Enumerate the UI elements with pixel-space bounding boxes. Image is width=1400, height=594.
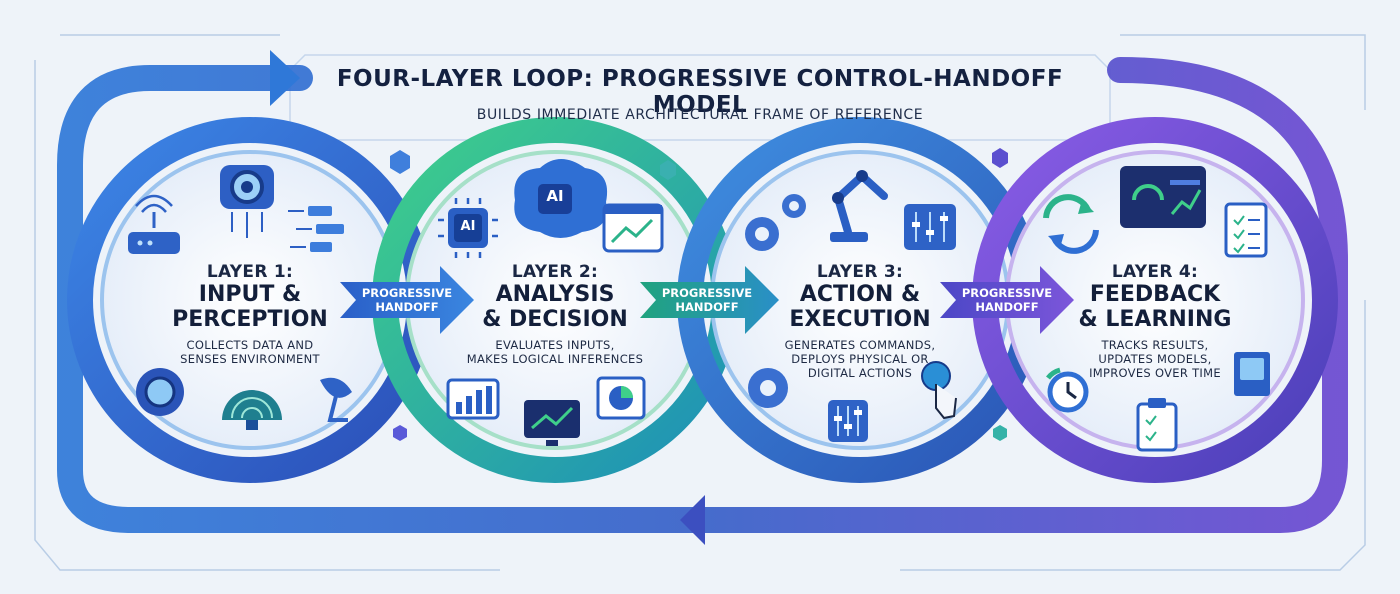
handoff-arrow-3 [940,266,1074,334]
layer-2-name-line1: ANALYSIS [495,282,615,307]
layer-2-text: LAYER 2: ANALYSIS & DECISION EVALUATES I… [455,262,655,366]
layer-3-text: LAYER 3: ACTION & EXECUTION GENERATES CO… [760,262,960,380]
bar-chart-icon [446,378,500,420]
ai-brain-label: AI [546,187,564,205]
handoff-label-1: PROGRESSIVE HANDOFF [352,286,462,314]
layer-4-text: LAYER 4: FEEDBACK & LEARNING TRACKS RESU… [1055,262,1255,380]
layer-1-text: LAYER 1: INPUT & PERCEPTION COLLECTS DAT… [150,262,350,366]
touch-button-icon [921,361,957,420]
data-stream-icon [288,206,344,252]
clipboard-icon [1136,398,1178,452]
layer-1-label: LAYER 1: [206,262,294,282]
gear-icon [748,368,788,408]
layer-4-name-line2: & LEARNING [1078,307,1232,332]
layer-3-name-line2: EXECUTION [789,307,931,332]
radar-icon [222,390,282,430]
handoff-label-3: PROGRESSIVE HANDOFF [952,286,1062,314]
refresh-icon [1043,194,1099,254]
satellite-dish-icon [320,377,352,422]
dashboard-icon [1120,166,1206,228]
layer-2-desc-line2: MAKES LOGICAL INFERENCES [466,352,644,366]
diagram-subtitle: BUILDS IMMEDIATE ARCHITECTURAL FRAME OF … [476,107,924,123]
book-icon [1234,352,1270,396]
layer-4-desc-line3: IMPROVES OVER TIME [1089,366,1221,380]
ai-brain-icon [514,159,608,238]
layer-3-desc-line2: DEPLOYS PHYSICAL OR [791,352,929,366]
layer-1-name-line1: INPUT & [198,282,302,307]
sliders-icon [828,400,868,442]
layer-4-name-line1: FEEDBACK [1089,282,1221,307]
layer-3-name-line1: ACTION & [799,282,921,307]
layer-4-desc-line1: TRACKS RESULTS, [1101,338,1209,352]
chart-window-icon [602,203,664,253]
layer-2-name-line2: & DECISION [482,307,628,332]
layer-1-desc-line2: SENSES ENVIRONMENT [180,352,320,366]
layer-3-label: LAYER 3: [816,262,904,282]
handoff-1-line2: HANDOFF [375,300,439,314]
layer-3-desc-line1: GENERATES COMMANDS, [784,338,936,352]
pie-chart-icon [596,376,646,420]
handoff-2-line1: PROGRESSIVE [661,286,753,300]
diagram-title: FOUR-LAYER LOOP: PROGRESSIVE CONTROL-HAN… [336,66,1064,118]
checklist-icon [1224,202,1268,258]
layer-4-label: LAYER 4: [1111,262,1199,282]
gears-icon [745,194,806,251]
monitor-chart-icon [524,400,580,446]
ai-chip-icon [438,198,498,258]
router-icon [128,194,180,254]
handoff-arrow-2 [640,266,779,334]
layer-2-label: LAYER 2: [511,262,599,282]
control-panel-icon [904,204,956,250]
handoff-1-line1: PROGRESSIVE [361,286,453,300]
loop-arrowhead-top [270,50,300,106]
lens-icon [136,368,184,416]
handoff-3-line2: HANDOFF [975,300,1039,314]
handoff-label-2: PROGRESSIVE HANDOFF [652,286,762,314]
ai-chip-label: AI [460,219,476,234]
layer-3-desc-line3: DIGITAL ACTIONS [807,366,913,380]
history-icon [1046,367,1089,413]
handoff-3-line1: PROGRESSIVE [961,286,1053,300]
layer-2-desc-line1: EVALUATES INPUTS, [495,338,615,352]
handoff-2-line2: HANDOFF [675,300,739,314]
camera-icon [220,165,274,238]
handoff-arrow-1 [340,266,474,334]
layer-4-desc-line2: UPDATES MODELS, [1098,352,1212,366]
decorative-hexagons [390,148,1008,441]
layer-1-desc-line1: COLLECTS DATA AND [186,338,314,352]
robot-arm-icon [830,170,888,242]
outer-loop-arrow [57,50,1348,545]
loop-arrowhead-bottom [680,495,705,545]
layer-1-name-line2: PERCEPTION [172,307,328,332]
